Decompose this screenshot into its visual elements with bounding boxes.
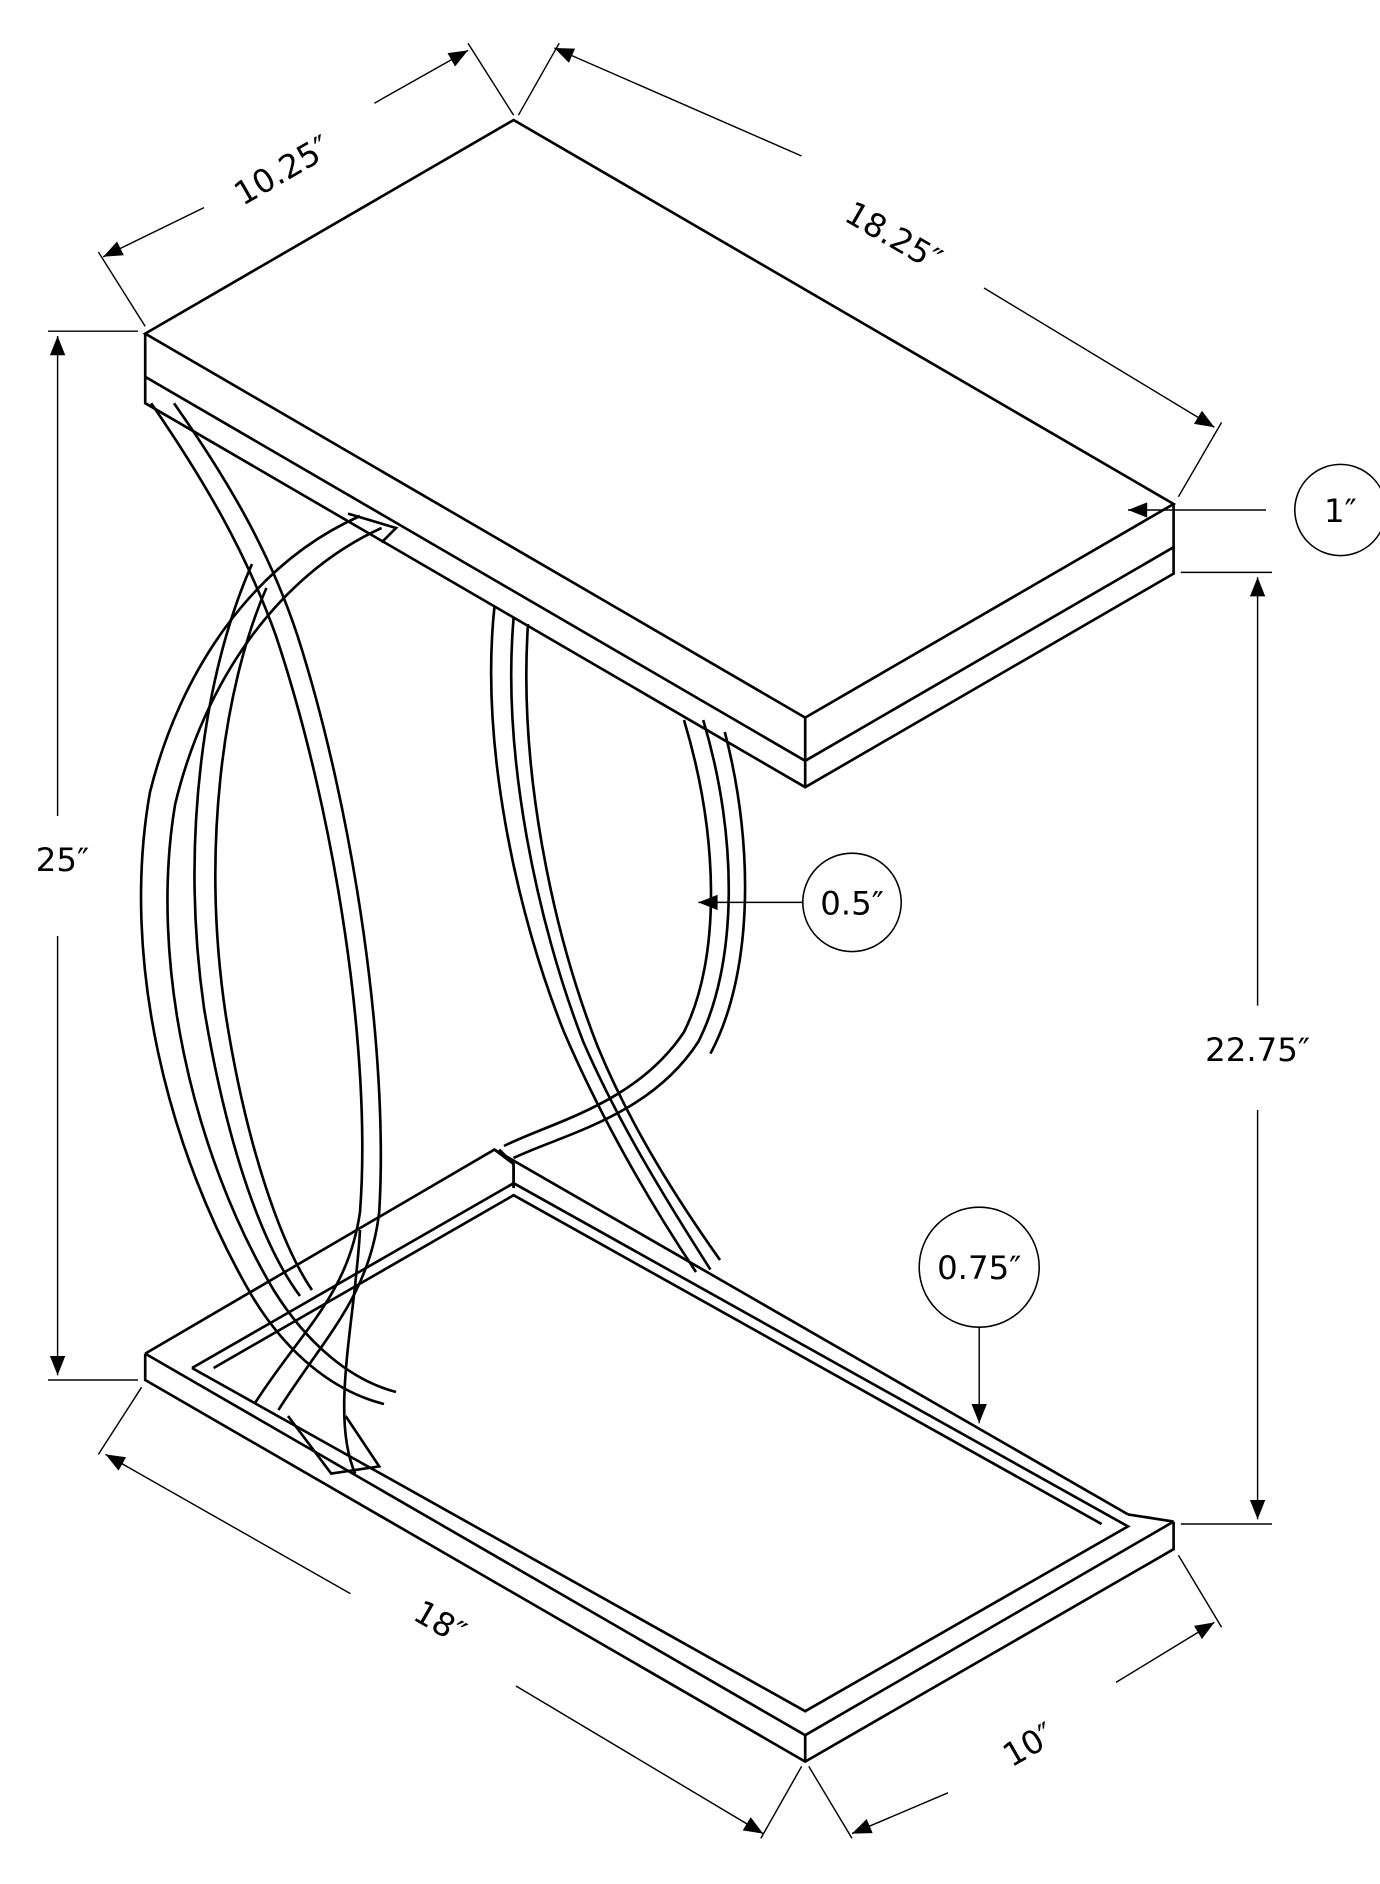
label-leg-tube: 0.5″ bbox=[820, 884, 884, 922]
label-base-depth: 10″ bbox=[996, 1715, 1061, 1775]
dim-top-thickness: 1″ bbox=[1127, 463, 1380, 557]
dim-overall-height: 25″ bbox=[36, 330, 138, 1381]
label-clearance-height: 22.75″ bbox=[1205, 1031, 1310, 1069]
label-top-depth: 10.25″ bbox=[228, 128, 338, 213]
label-base-length: 18″ bbox=[407, 1593, 472, 1653]
dim-base-tube: 0.75″ bbox=[918, 1206, 1040, 1424]
arched-legs bbox=[139, 402, 747, 1476]
table-top bbox=[142, 118, 1177, 789]
dim-clearance-height: 22.75″ bbox=[1180, 571, 1310, 1525]
callout-circle-leg-tube bbox=[802, 852, 902, 953]
dim-top-depth: 10.25″ bbox=[97, 42, 515, 327]
callout-circle-top-thickness bbox=[1294, 463, 1380, 557]
dim-top-length: 18.25″ bbox=[517, 42, 1223, 498]
base-frame bbox=[143, 1148, 1175, 1764]
label-base-tube: 0.75″ bbox=[937, 1249, 1021, 1287]
label-top-length: 18.25″ bbox=[839, 194, 949, 279]
dim-leg-tube: 0.5″ bbox=[698, 852, 902, 953]
dim-base-length: 18″ bbox=[97, 1386, 803, 1839]
label-overall-height: 25″ bbox=[36, 841, 89, 879]
callout-circle-base-tube bbox=[918, 1206, 1040, 1328]
label-top-thickness: 1″ bbox=[1324, 492, 1357, 530]
